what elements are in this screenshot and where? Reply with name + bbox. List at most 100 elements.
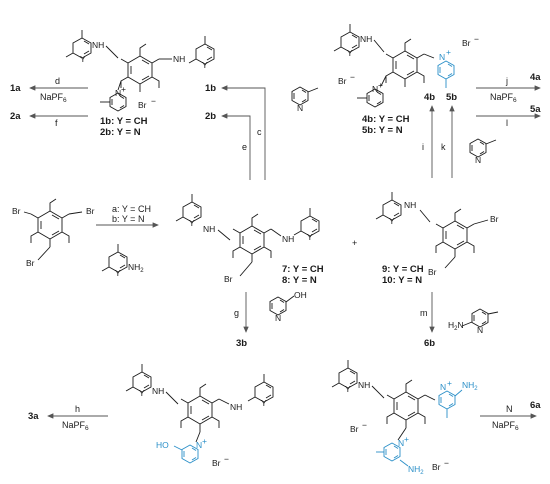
br-2: Br bbox=[86, 206, 95, 216]
bromide-6: Br bbox=[432, 462, 441, 472]
atom-n-blue-2: N bbox=[196, 440, 202, 450]
legend-9: 9: Y = CH bbox=[382, 264, 424, 275]
reagent-3-methylpyridine: N bbox=[291, 86, 319, 113]
br-4: Br bbox=[224, 274, 233, 284]
compound-3a: 3a bbox=[28, 411, 39, 422]
molecule-3b: Y NH NH Y N + HO Br − bbox=[125, 363, 274, 468]
atom-nh-2: NH bbox=[173, 54, 185, 64]
compound-4b-ref: 4b bbox=[424, 92, 435, 103]
atom-nh-5: NH bbox=[203, 224, 215, 234]
atom-nh2: NH2 bbox=[128, 262, 144, 274]
label-e: e bbox=[242, 142, 247, 152]
legend-4b: 4b: Y = CH bbox=[362, 114, 410, 125]
atom-y-4: Y bbox=[115, 268, 121, 278]
label-step-a: a: Y = CH bbox=[112, 204, 151, 214]
atom-nh-7: NH bbox=[404, 200, 416, 210]
atom-y-10: Y bbox=[345, 384, 351, 394]
label-l: l bbox=[506, 118, 508, 128]
charge-plus: + bbox=[121, 84, 126, 94]
atom-y-6: Y bbox=[307, 232, 313, 242]
atom-h2n: H2N bbox=[448, 320, 464, 332]
compound-6a: 6a bbox=[530, 400, 541, 411]
atom-n-blue-4: N bbox=[398, 438, 404, 448]
atom-nh: NH bbox=[92, 40, 104, 50]
legend-1b: 1b: Y = CH bbox=[100, 116, 148, 127]
charge-minus-2: − bbox=[474, 34, 479, 44]
molecule-1b-2b: Y NH NH Y N + Br − 1b: Y = CH 2b: Y = N bbox=[65, 29, 215, 138]
label-h: h bbox=[75, 404, 80, 414]
atom-n-blue-3: N bbox=[440, 382, 446, 392]
bromide-4: Br bbox=[212, 458, 221, 468]
reagent-3-methylpyridine-2: N bbox=[469, 138, 497, 165]
br-5: Br bbox=[490, 214, 499, 224]
atom-y-7: Y bbox=[389, 216, 395, 226]
atom-n-reagent-3: N bbox=[275, 313, 281, 323]
compound-3b-ref: 3b bbox=[236, 338, 247, 349]
label-j: j bbox=[505, 76, 508, 86]
compound-1b-ref: 1b bbox=[205, 83, 216, 94]
molecule-tris-bromomethyl: Br Br Br bbox=[12, 198, 95, 268]
label-napf6-j: NaPF6 bbox=[490, 92, 517, 104]
molecule-4b-5b: Y NH N + Br − N + Br − 4b: Y = CH 5b: Y … bbox=[333, 23, 479, 136]
bromide-5: Br bbox=[350, 424, 359, 434]
compound-5b-ref: 5b bbox=[446, 92, 457, 103]
atom-n-2: N bbox=[372, 84, 378, 94]
atom-y: Y bbox=[80, 54, 86, 64]
atom-y-2: Y bbox=[202, 60, 208, 70]
compound-2a: 2a bbox=[10, 111, 21, 122]
charge-plus-2: + bbox=[378, 80, 383, 90]
molecule-6b: Y NH N + NH2 N + NH2 Br − Br − bbox=[331, 359, 478, 476]
arrow-e bbox=[221, 113, 251, 180]
br-6: Br bbox=[428, 267, 437, 277]
br-1: Br bbox=[12, 206, 21, 216]
atom-nh2-blue-2: NH2 bbox=[408, 464, 424, 476]
atom-nh-10: NH bbox=[358, 380, 370, 390]
label-k: k bbox=[441, 142, 446, 152]
atom-y-5: Y bbox=[189, 218, 195, 228]
atom-y-9: Y bbox=[261, 398, 267, 408]
charge-minus-3: − bbox=[350, 72, 355, 82]
label-g: g bbox=[234, 308, 239, 318]
atom-n: N bbox=[115, 88, 121, 98]
label-i: i bbox=[422, 142, 424, 152]
legend-2b: 2b: Y = N bbox=[100, 127, 141, 138]
charge-plus-blue: + bbox=[446, 47, 451, 57]
charge-minus: − bbox=[151, 96, 156, 106]
legend-7: 7: Y = CH bbox=[282, 264, 324, 275]
label-napf6-n: NaPF6 bbox=[492, 420, 519, 432]
molecule-7-8: Y NH NH Y Br 7: Y = CH 8: Y = N bbox=[175, 193, 324, 286]
legend-10: 10: Y = N bbox=[382, 275, 422, 286]
br-3: Br bbox=[26, 258, 35, 268]
label-step-b: b: Y = N bbox=[112, 214, 144, 224]
plus-sign: + bbox=[352, 238, 357, 248]
bromide: Br bbox=[138, 100, 147, 110]
label-m: m bbox=[420, 308, 428, 318]
charge-plus-blue-3: + bbox=[447, 378, 452, 388]
atom-nh-8: NH bbox=[152, 386, 164, 396]
atom-ho: HO bbox=[156, 440, 169, 450]
legend-8: 8: Y = N bbox=[282, 275, 317, 286]
label-napf6-h: NaPF6 bbox=[62, 420, 89, 432]
atom-n-reagent-2: N bbox=[475, 155, 481, 165]
charge-minus-6: − bbox=[444, 458, 449, 468]
charge-plus-blue-2: + bbox=[202, 436, 207, 446]
molecule-9-10: Y NH Br Br 9: Y = CH 10: Y = N bbox=[375, 191, 499, 286]
atom-y-8: Y bbox=[139, 388, 145, 398]
label-c: c bbox=[257, 127, 262, 137]
label-f: f bbox=[55, 118, 58, 128]
reagent-3-hydroxypyridine: N OH bbox=[269, 290, 307, 323]
label-d: d bbox=[55, 76, 60, 86]
atom-n-blue: N bbox=[439, 52, 445, 62]
compound-4a: 4a bbox=[530, 72, 541, 83]
label-napf6-d: NaPF6 bbox=[40, 92, 67, 104]
atom-nh-9: NH bbox=[230, 402, 242, 412]
atom-nh-3: NH bbox=[360, 34, 372, 44]
compound-2b-ref: 2b bbox=[205, 111, 216, 122]
atom-n-reagent: N bbox=[297, 103, 303, 113]
reagent-amino-methylpyridine: N H2N bbox=[448, 308, 499, 335]
bromide-3: Br bbox=[338, 76, 347, 86]
compound-1a: 1a bbox=[10, 83, 21, 94]
atom-nh-6: NH bbox=[282, 234, 294, 244]
bromide-2: Br bbox=[462, 38, 471, 48]
